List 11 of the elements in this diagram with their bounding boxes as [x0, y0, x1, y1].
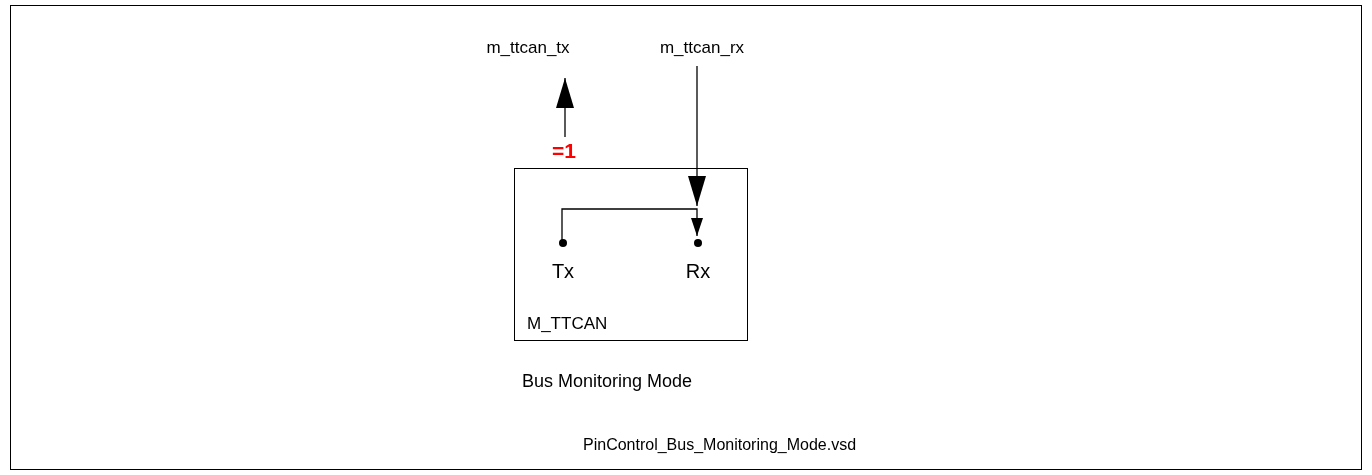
block-label: M_TTCAN — [527, 314, 608, 334]
pin-label: Rx — [684, 261, 712, 281]
signal-label: m_ttcan_rx — [637, 38, 767, 60]
value-label: =1 — [544, 141, 584, 165]
file-name: PinControl_Bus_Monitoring_Mode.vsd — [583, 435, 857, 455]
pin-label: Tx — [550, 261, 576, 281]
mode-title: Bus Monitoring Mode — [522, 371, 693, 391]
arrow — [556, 77, 574, 138]
signal-label: m_ttcan_tx — [470, 38, 586, 60]
block-box — [514, 168, 748, 341]
arrow — [688, 65, 706, 207]
